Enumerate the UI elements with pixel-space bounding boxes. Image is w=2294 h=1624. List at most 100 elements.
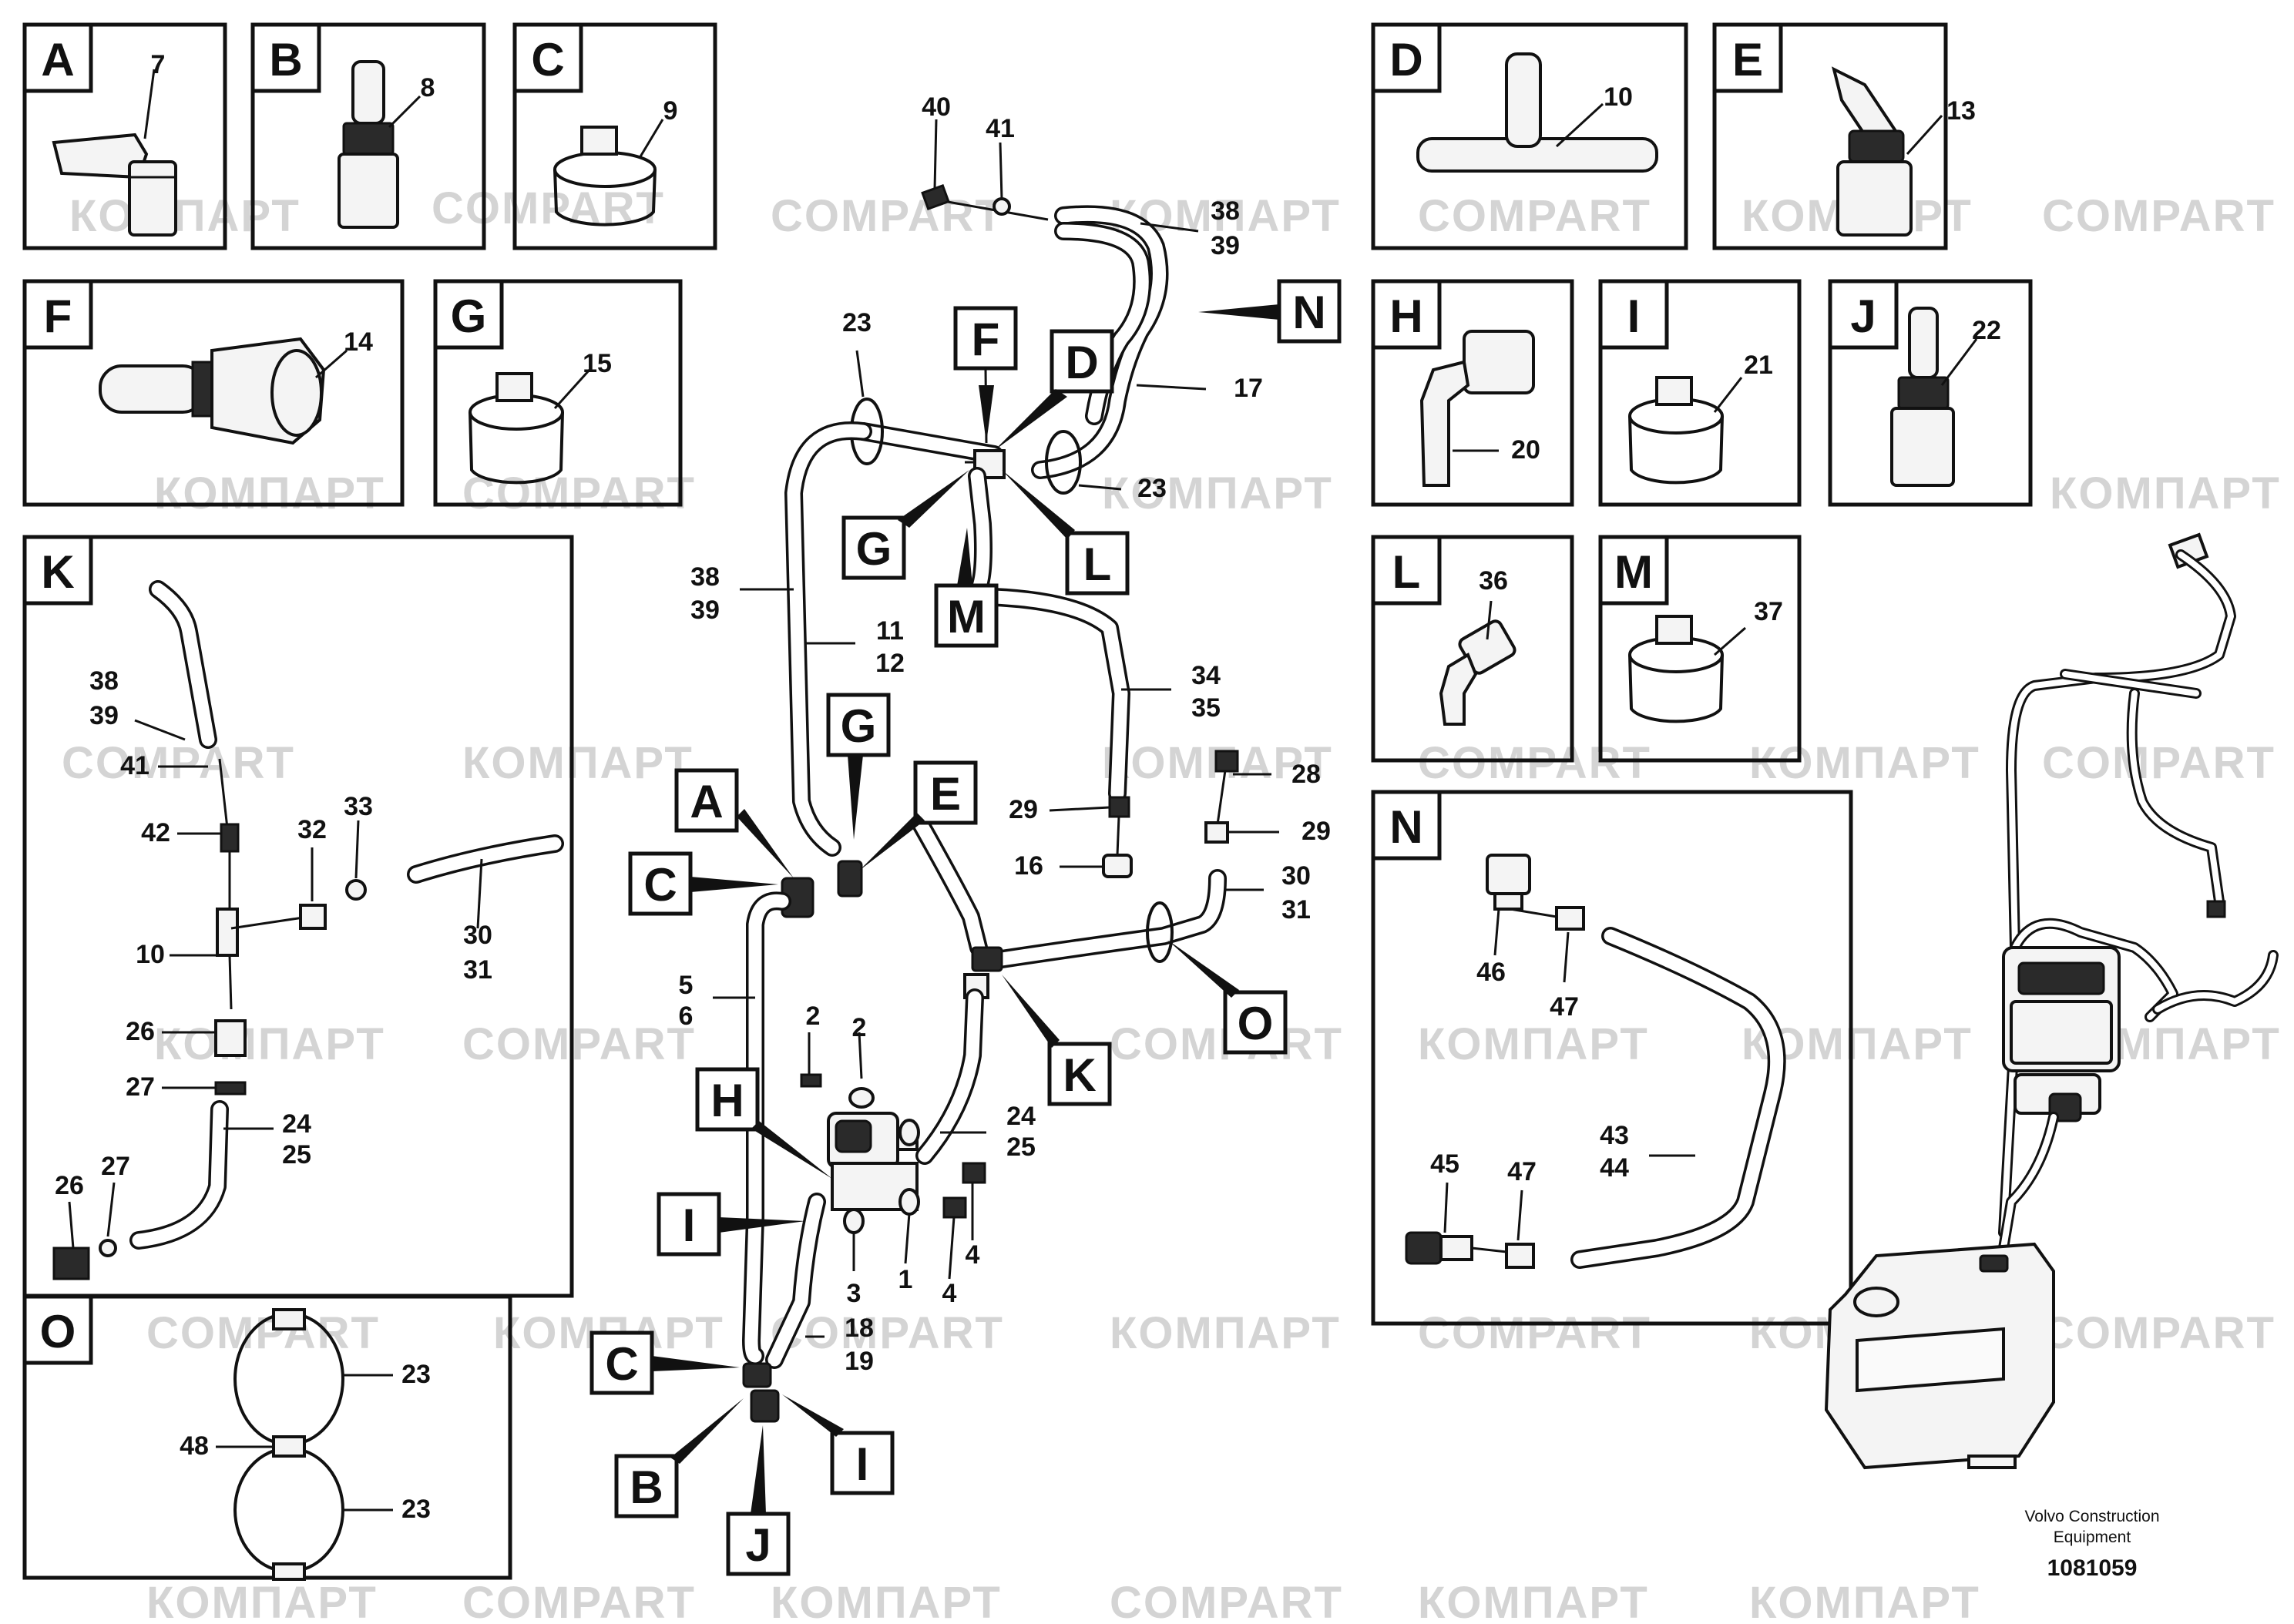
part-number: 2 (852, 1013, 867, 1042)
part-number: 30 (1281, 861, 1311, 891)
part-number: 41 (986, 114, 1015, 143)
part-number: 37 (1754, 597, 1783, 626)
callout-letter: F (972, 314, 1000, 365)
part-number: 2 (806, 1002, 821, 1031)
main-assembly (742, 183, 1239, 1423)
part-number: 41 (120, 751, 149, 780)
callouts: F D N G L M G A E C (589, 279, 1342, 1576)
document-number: 1081059 (2047, 1555, 2138, 1581)
credit-line-2: Equipment (2054, 1528, 2131, 1546)
detail-panel-i: I 21 (1598, 279, 1802, 507)
part-number: 28 (1291, 760, 1321, 789)
part-number: 20 (1511, 435, 1540, 465)
watermark-text: COMPART (1418, 738, 1651, 788)
panel-letter: K (41, 546, 74, 598)
t-connector-10 (1416, 52, 1658, 173)
part-number: 4 (942, 1279, 957, 1308)
part-number: 9 (663, 96, 678, 126)
part-number: 31 (1281, 895, 1311, 924)
part-number: 1 (898, 1265, 913, 1294)
callout-letter: G (856, 523, 892, 575)
part-number: 8 (421, 73, 435, 102)
watermark-text: COMPART (1418, 191, 1651, 241)
callout-letter: A (690, 776, 723, 827)
part-number: 38 (89, 666, 119, 696)
detail-panel-o: O 23 48 23 (22, 1294, 512, 1581)
part-number: 39 (1211, 231, 1240, 260)
part-number: 44 (1600, 1153, 1629, 1183)
watermark-text: COMPART (462, 1019, 696, 1069)
detail-panel-j: J 22 (1828, 279, 2033, 507)
part-number: 24 (282, 1109, 311, 1139)
panel-letter: E (1732, 34, 1763, 86)
callout-letter: E (930, 768, 961, 820)
watermark-text: КОМПАРТ (1418, 1578, 1649, 1620)
panel-letter: C (531, 34, 564, 86)
watermark-text: КОМПАРТ (146, 1578, 378, 1620)
part-number: 18 (845, 1314, 874, 1343)
part-number: 29 (1302, 817, 1331, 846)
watermark-text: COMPART (432, 183, 665, 233)
watermark-text: КОМПАРТ (1110, 1308, 1341, 1358)
hose-clamp-21 (1628, 376, 1724, 485)
callout-letter: K (1063, 1049, 1096, 1101)
watermark-text: КОМПАРТ (1418, 1019, 1649, 1069)
callout-letter: I (683, 1200, 696, 1251)
panel-letter: G (451, 290, 487, 342)
watermark-text: COMPART (1418, 1308, 1651, 1358)
callout-letter: C (605, 1338, 638, 1390)
overview-illustration (1824, 532, 2279, 1470)
callout-letter: I (856, 1438, 869, 1490)
part-number: 6 (679, 1002, 694, 1031)
straight-connector-14 (99, 337, 326, 445)
part-number: 35 (1191, 693, 1221, 723)
part-number: 13 (1946, 96, 1976, 126)
hose-clamp-9 (553, 126, 657, 226)
detail-panel-d: D 10 (1371, 22, 1688, 250)
fuel-tank (1824, 1242, 2055, 1470)
watermark-layer: КОМПАРТ COMPART COMPART КОМПАРТ COMPART … (62, 183, 2279, 1624)
part-number: 38 (690, 562, 720, 592)
part-number: 12 (875, 649, 905, 678)
main-labels: 40 41 38 39 17 23 23 38 39 11 12 34 35 2… (679, 92, 1331, 1376)
watermark-text: COMPART (771, 1308, 1004, 1358)
panel-letter: M (1614, 546, 1653, 598)
part-number: 38 (1211, 196, 1240, 226)
part-number: 16 (1014, 851, 1043, 881)
watermark-text: COMPART (2042, 738, 2276, 788)
part-number: 25 (1006, 1132, 1036, 1162)
elbow-connector-7 (52, 133, 177, 237)
part-number: 15 (583, 349, 612, 378)
part-number: 43 (1600, 1121, 1629, 1150)
part-number: 26 (126, 1017, 155, 1046)
part-number: 3 (847, 1279, 862, 1308)
part-number: 10 (136, 940, 165, 969)
part-number: 5 (679, 971, 694, 1000)
watermark-text: КОМПАРТ (1102, 468, 1333, 518)
watermark-text: КОМПАРТ (69, 191, 301, 241)
part-number: 27 (101, 1152, 130, 1181)
panel-letter: I (1627, 290, 1641, 342)
callout-letter: L (1083, 539, 1112, 590)
callout-letter: O (1238, 998, 1274, 1049)
part-number: 47 (1550, 992, 1579, 1022)
part-number: 39 (89, 701, 119, 730)
angled-connector-13 (1832, 66, 1913, 237)
panel-letter: L (1392, 546, 1421, 598)
detail-panel-a: A 7 (22, 22, 227, 250)
part-number: 23 (401, 1360, 431, 1389)
part-number: 4 (966, 1240, 980, 1270)
part-number: 7 (151, 50, 166, 79)
callout-letter: C (643, 859, 677, 911)
watermark-text: КОМПАРТ (1749, 738, 1980, 788)
callout-letter: H (710, 1075, 744, 1126)
panel-letter: O (40, 1306, 76, 1357)
panel-letter: H (1389, 290, 1422, 342)
detail-panel-n: N 46 47 43 44 45 47 (1371, 790, 1853, 1326)
panel-letter: J (1850, 290, 1876, 342)
part-number: 39 (690, 596, 720, 625)
watermark-text: КОМПАРТ (1749, 1578, 1980, 1620)
panel-letter: N (1389, 801, 1422, 853)
callout-letter: M (947, 591, 986, 643)
